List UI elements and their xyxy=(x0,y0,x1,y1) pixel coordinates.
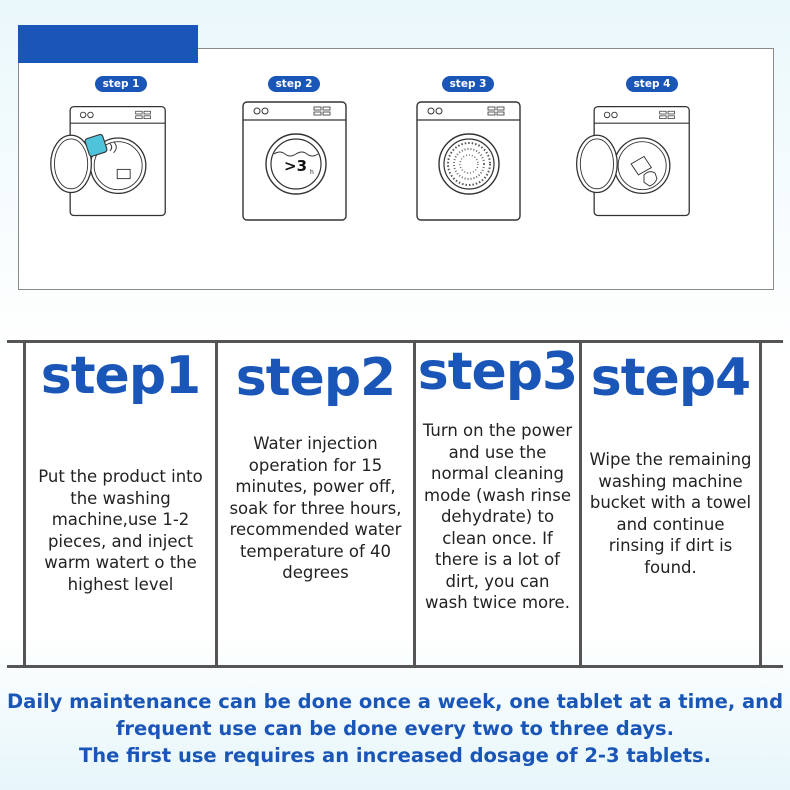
step-4-column: step4 Wipe the remaining washing machine… xyxy=(582,340,759,668)
step-1-column: step1 Put the product into the washing m… xyxy=(26,340,215,668)
step-3-heading: step3 xyxy=(417,342,578,402)
washing-machine-step1-icon xyxy=(50,105,166,217)
table-divider xyxy=(215,340,218,668)
step-1-pill: step 1 xyxy=(95,76,147,92)
step-2-column: step2 Water injection operation for 15 m… xyxy=(218,340,413,668)
step-4-pill: step 4 xyxy=(626,76,678,92)
step-3-pill: step 3 xyxy=(442,76,494,92)
table-top-border xyxy=(7,340,783,343)
soak-time-label: >3 xyxy=(284,157,307,175)
footer-note: Daily maintenance can be done once a wee… xyxy=(0,688,790,769)
step-4-heading: step4 xyxy=(590,348,751,408)
footer-line-2: frequent use can be done every two to th… xyxy=(115,717,675,740)
table-divider xyxy=(413,340,416,668)
step-3-description: Turn on the power and use the normal cle… xyxy=(422,421,573,612)
step-2-heading: step2 xyxy=(235,348,396,408)
step-4-description: Wipe the remaining washing machine bucke… xyxy=(589,450,752,577)
step-1-heading: step1 xyxy=(40,346,201,406)
steps-table: step1 Put the product into the washing m… xyxy=(7,340,783,668)
step-2-pill: step 2 xyxy=(268,76,320,92)
washing-machine-step3-icon xyxy=(416,101,521,221)
svg-text:h: h xyxy=(310,169,314,176)
table-divider xyxy=(579,340,582,668)
washing-machine-step2-icon: >3 h xyxy=(242,101,347,221)
step-1-description: Put the product into the washing machine… xyxy=(38,467,203,594)
header-tab-bar xyxy=(18,25,198,63)
table-divider xyxy=(759,340,762,668)
washing-machine-step4-icon xyxy=(575,105,690,217)
table-bottom-border xyxy=(7,665,783,668)
footer-line-1: Daily maintenance can be done once a wee… xyxy=(6,690,784,713)
footer-line-3: The first use requires an increased dosa… xyxy=(78,744,712,767)
step-2-description: Water injection operation for 15 minutes… xyxy=(229,434,402,582)
step-3-column: step3 Turn on the power and use the norm… xyxy=(416,340,579,668)
table-divider xyxy=(23,340,26,668)
